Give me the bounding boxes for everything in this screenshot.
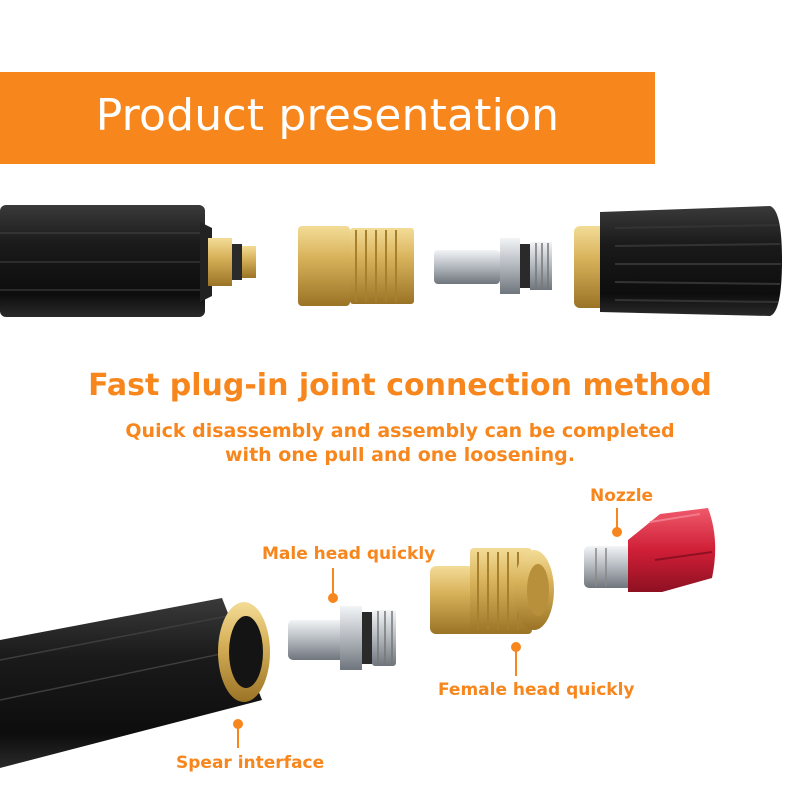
female-head-label: Female head quickly [438, 680, 635, 700]
female-head-callout-marker [511, 642, 521, 676]
subtitle-line-2: with one pull and one loosening. [225, 444, 575, 466]
top-spear-tube [0, 205, 256, 317]
male-head-callout-marker [328, 568, 338, 603]
male-head-label: Male head quickly [262, 544, 436, 564]
nozzle-callout-marker [612, 508, 622, 537]
spear-interface-callout-marker [233, 719, 243, 748]
headline: Fast plug-in joint connection method [88, 368, 712, 403]
spear-interface-label: Spear interface [176, 753, 325, 773]
title-banner [0, 72, 655, 164]
bottom-spear-tube [0, 598, 270, 768]
bottom-red-nozzle-tip [584, 508, 716, 592]
bottom-brass-female-coupler [430, 548, 554, 634]
top-rotating-nozzle [574, 206, 782, 316]
top-steel-male-plug [434, 238, 552, 294]
top-brass-female-coupler [298, 226, 414, 306]
nozzle-label: Nozzle [590, 486, 654, 506]
banner-title: Product presentation [95, 90, 560, 141]
subtitle-line-1: Quick disassembly and assembly can be co… [125, 420, 675, 442]
bottom-steel-male-plug [288, 606, 396, 670]
